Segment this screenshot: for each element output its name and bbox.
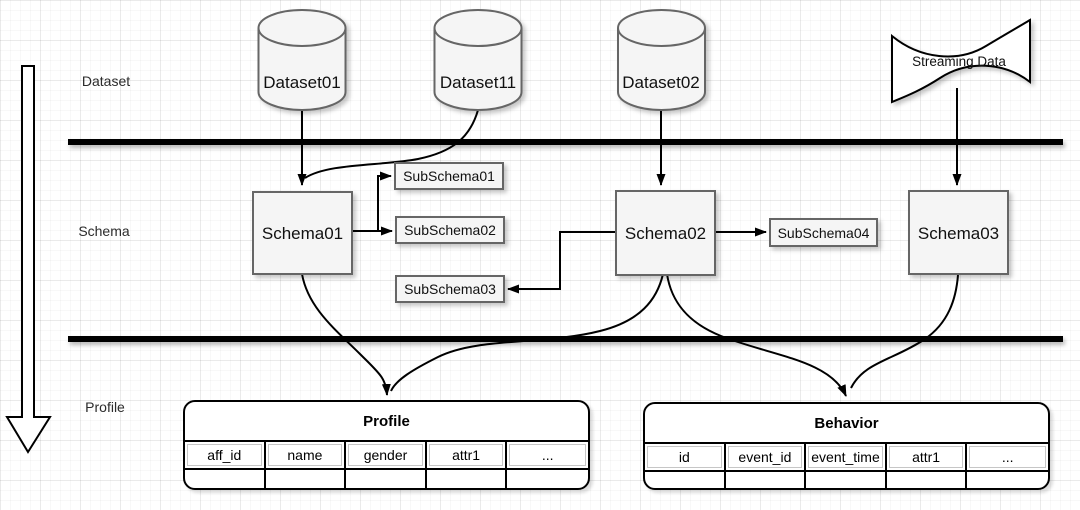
empty-cell [806,472,887,488]
lane-label-profile: Profile [85,399,125,415]
subschema01-label: SubSchema01 [403,168,495,184]
schema02-label: Schema02 [625,224,706,243]
subschema03-label: SubSchema03 [404,281,496,297]
streaming-data-label: Streaming Data [912,54,1006,69]
cylinder-rim [617,27,706,47]
dataset02-label: Dataset02 [622,73,700,92]
schema03-label: Schema03 [918,224,999,243]
node-schema01[interactable]: Schema01 [252,191,353,275]
lane-label-dataset: Dataset [82,73,130,89]
subschema04-label: SubSchema04 [778,225,870,241]
empty-cell [726,472,807,488]
profile-column-aff-id[interactable]: aff_id [185,442,266,468]
edge-schema02-subschema03[interactable] [507,231,616,294]
edge-schema01-subschema01[interactable] [352,171,392,232]
profile-table-title: Profile [185,402,588,442]
behavior-column-attr1[interactable]: attr1 [887,444,968,470]
empty-cell [185,470,266,488]
edge-schema02-behavior-table[interactable] [666,273,847,397]
behavior-table-header-row: id event_id event_time attr1 ... [645,444,1048,472]
behavior-column-more[interactable]: ... [967,444,1048,470]
node-dataset11[interactable]: Dataset11 [433,9,523,111]
empty-cell [427,470,508,488]
empty-cell [346,470,427,488]
behavior-column-event-id[interactable]: event_id [726,444,807,470]
node-schema03[interactable]: Schema03 [908,190,1009,275]
dataset01-label: Dataset01 [263,73,341,92]
subschema02-label: SubSchema02 [404,222,496,238]
empty-cell [645,472,726,488]
edge-schema03-behavior-table[interactable] [850,274,959,389]
empty-cell [967,472,1048,488]
profile-column-more[interactable]: ... [507,442,588,468]
node-schema02[interactable]: Schema02 [615,190,716,276]
cylinder-rim [433,27,523,47]
edge-dataset11-schema01[interactable] [304,109,479,179]
lane-divider-top [68,139,1063,145]
empty-cell [887,472,968,488]
node-subschema04[interactable]: SubSchema04 [769,218,878,247]
node-dataset02[interactable]: Dataset02 [617,9,706,111]
node-streaming-data[interactable]: Streaming Data [891,18,1031,104]
profile-column-name[interactable]: name [266,442,347,468]
behavior-column-id[interactable]: id [645,444,726,470]
lane-label-schema: Schema [78,223,130,239]
edge-schema01-profile-table[interactable] [301,273,391,396]
node-subschema03[interactable]: SubSchema03 [395,275,505,303]
cylinder-rim [257,27,347,47]
lane-divider-bottom [68,336,1063,342]
profile-table-header-row: aff_id name gender attr1 ... [185,442,588,470]
profile-table[interactable]: Profile aff_id name gender attr1 ... [183,400,590,490]
node-subschema02[interactable]: SubSchema02 [395,216,505,244]
node-dataset01[interactable]: Dataset01 [257,9,347,111]
behavior-table[interactable]: Behavior id event_id event_time attr1 ..… [643,402,1050,490]
behavior-table-empty-row [645,472,1048,488]
flow-direction-arrow [5,65,52,454]
node-subschema01[interactable]: SubSchema01 [394,162,504,190]
edge-schema02-profile-table[interactable] [390,273,664,392]
empty-cell [266,470,347,488]
profile-column-attr1[interactable]: attr1 [427,442,508,468]
behavior-table-title: Behavior [645,404,1048,444]
profile-table-empty-row [185,470,588,488]
empty-cell [507,470,588,488]
behavior-column-event-time[interactable]: event_time [806,444,887,470]
profile-column-gender[interactable]: gender [346,442,427,468]
dataset11-label: Dataset11 [440,73,516,92]
schema01-label: Schema01 [262,224,343,243]
